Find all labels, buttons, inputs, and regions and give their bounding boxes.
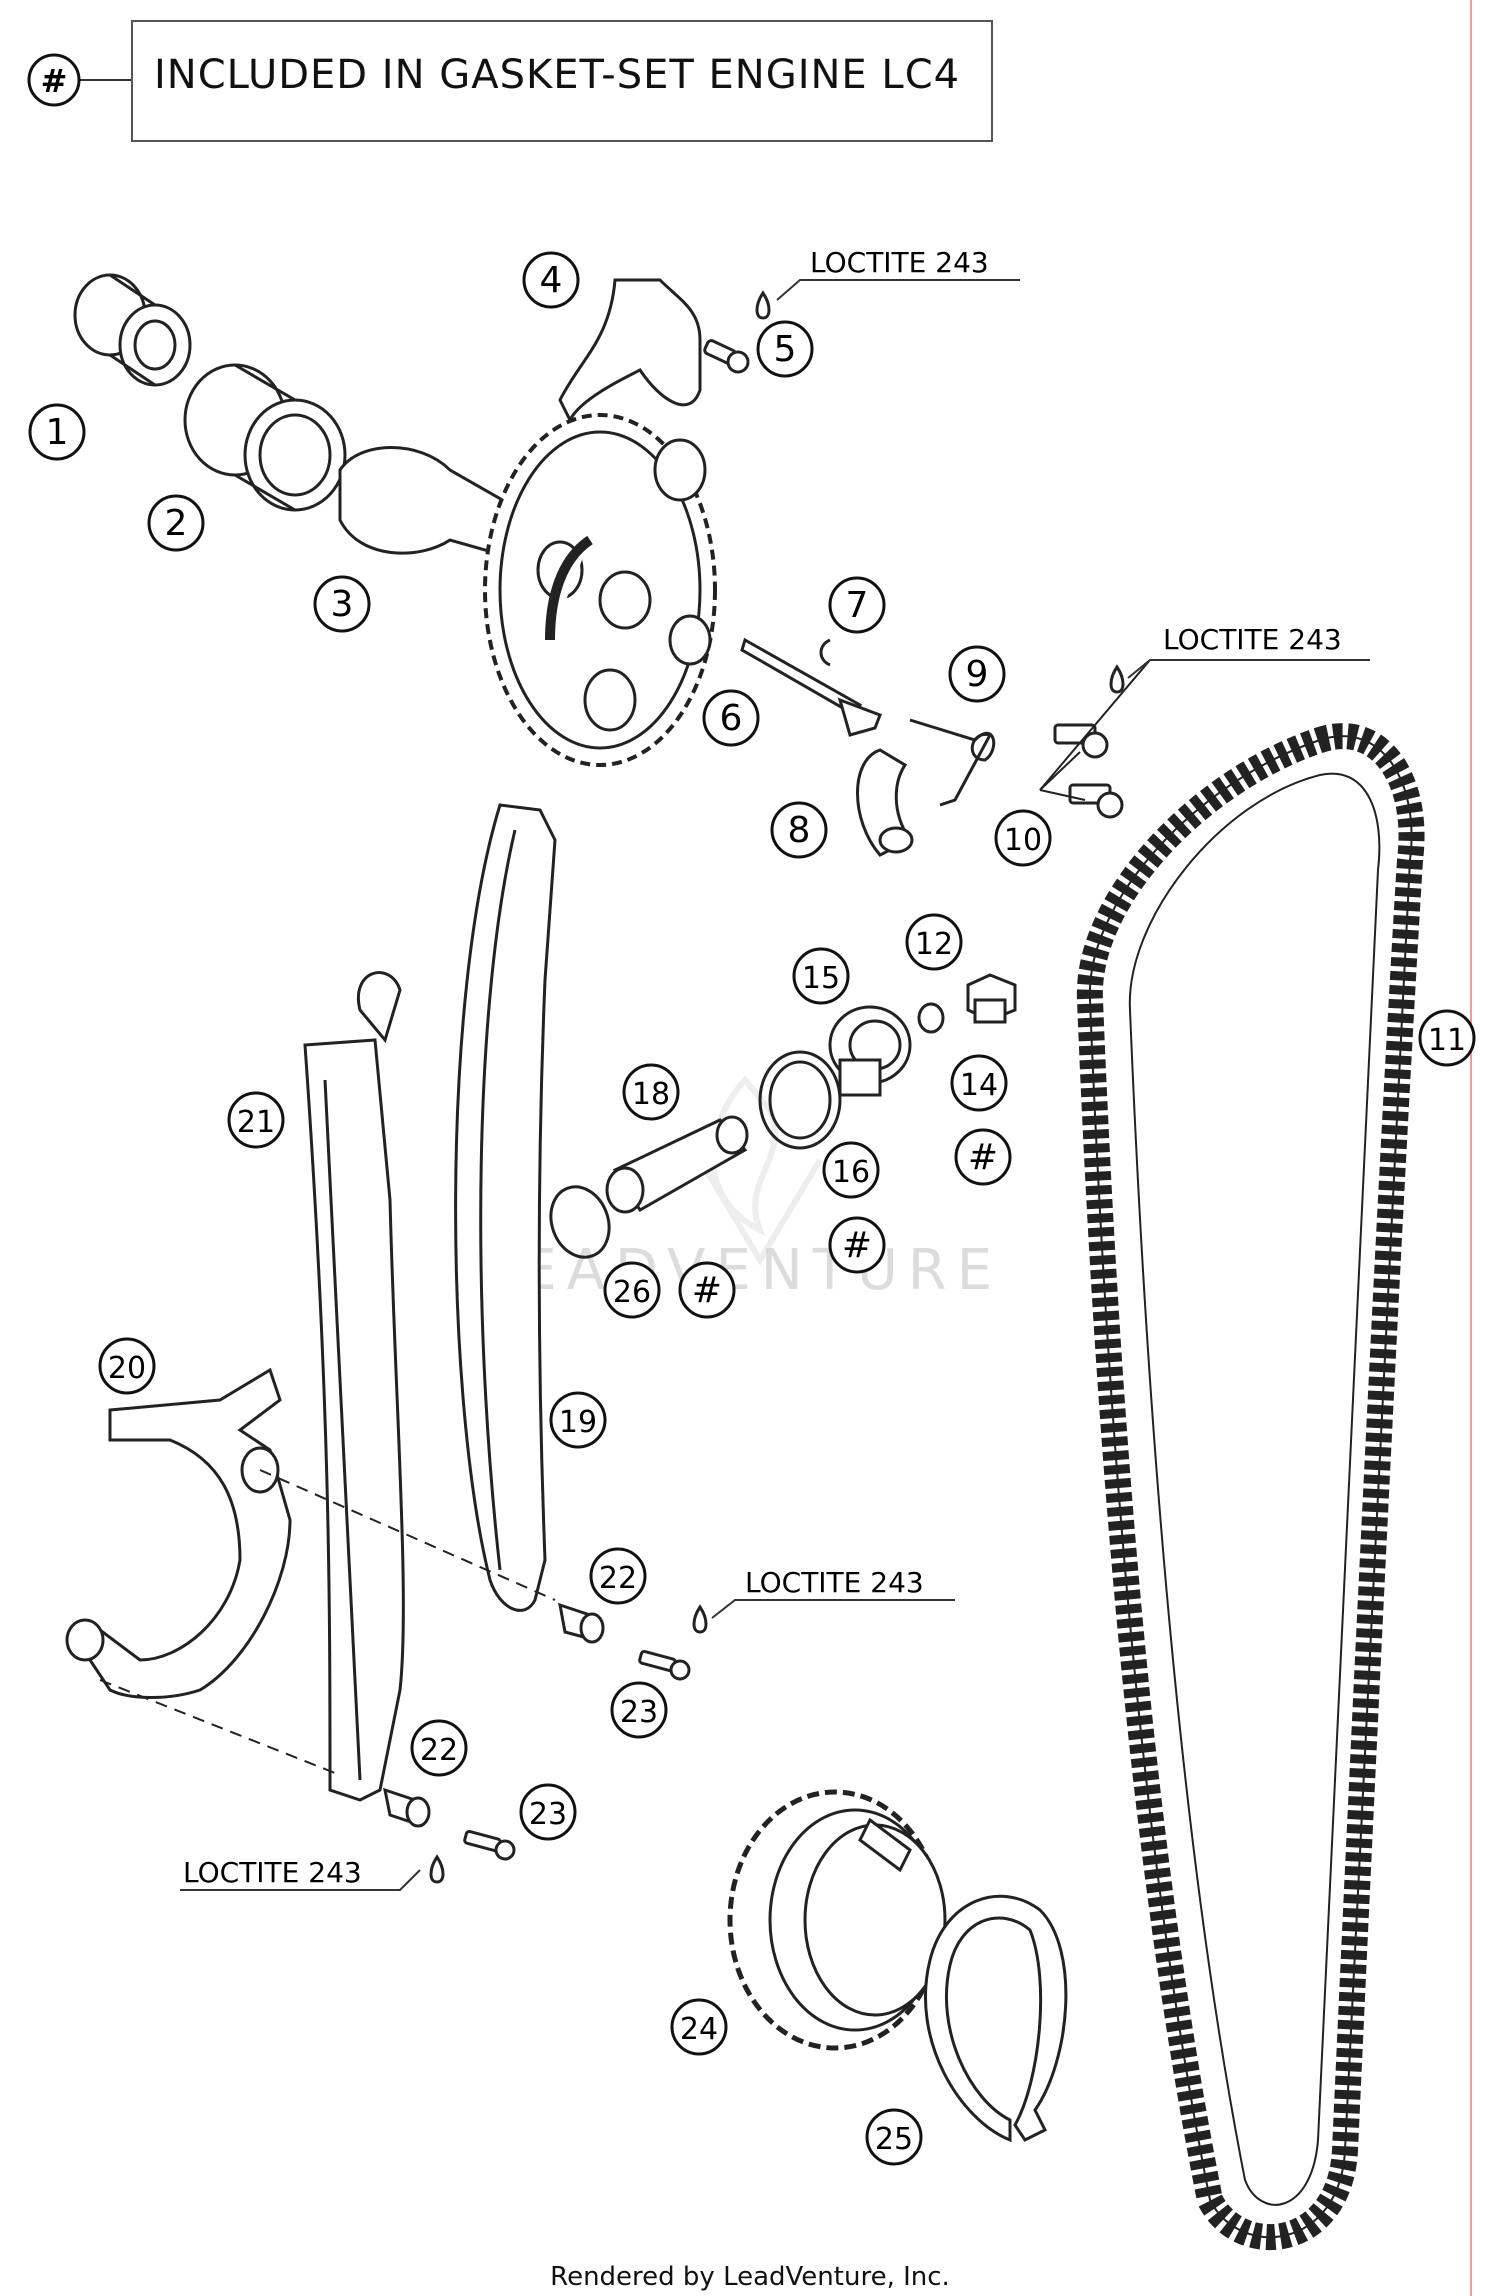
callout-9: 9 xyxy=(948,645,1006,703)
callout-7: 7 xyxy=(828,576,886,634)
gasket-set-mark: # xyxy=(678,1261,736,1319)
small-seal-part xyxy=(917,1002,945,1034)
svg-text:11: 11 xyxy=(1428,1023,1466,1058)
callout-11: 11 xyxy=(1418,1009,1476,1067)
callout-1: 1 xyxy=(28,403,86,461)
svg-text:21: 21 xyxy=(237,1105,275,1140)
legend-text: INCLUDED IN GASKET-SET ENGINE LC4 xyxy=(154,52,961,98)
svg-text:22: 22 xyxy=(420,1733,458,1768)
svg-text:#: # xyxy=(968,1137,998,1178)
callout-25: 25 xyxy=(865,2108,923,2166)
timing-chain-part xyxy=(1076,723,1425,2251)
lever-shaft-part xyxy=(740,637,882,737)
svg-text:#: # xyxy=(842,1225,872,1266)
tensioner-housing-part xyxy=(828,1005,912,1097)
callout-4: 4 xyxy=(522,251,580,309)
roller-bearing-part xyxy=(183,363,347,512)
svg-text:18: 18 xyxy=(632,1077,670,1112)
callout-26: 26 xyxy=(603,1261,661,1319)
bushing-part xyxy=(383,1602,605,1828)
svg-text:22: 22 xyxy=(599,1561,637,1596)
guide-rail-part xyxy=(303,971,405,1802)
callout-21: 21 xyxy=(227,1091,285,1149)
svg-text:20: 20 xyxy=(108,1351,146,1386)
o-ring-part xyxy=(549,1185,611,1259)
svg-text:8: 8 xyxy=(788,810,811,851)
camshaft-part xyxy=(338,413,717,767)
callout-23: 23 xyxy=(519,1783,577,1841)
page-edge-line xyxy=(1470,0,1472,2296)
callout-16: 16 xyxy=(822,1141,880,1199)
tensioner-rail-part xyxy=(454,803,557,1612)
crank-sprocket-part xyxy=(727,1789,947,2051)
callout-15: 15 xyxy=(792,947,850,1005)
svg-text:#: # xyxy=(692,1270,722,1311)
loctite-label: LOCTITE 243 xyxy=(810,246,989,279)
needle-bearing-part xyxy=(73,273,192,387)
svg-text:14: 14 xyxy=(960,1068,998,1103)
loctite-leader-lines xyxy=(180,279,1370,1891)
svg-text:12: 12 xyxy=(915,927,953,962)
screw-part xyxy=(703,339,750,374)
callout-22: 22 xyxy=(410,1719,468,1777)
callout-20: 20 xyxy=(98,1337,156,1395)
svg-text:16: 16 xyxy=(832,1155,870,1190)
callout-10: 10 xyxy=(994,809,1052,867)
loctite-label: LOCTITE 243 xyxy=(1163,623,1342,656)
plug-screw-part xyxy=(966,973,1017,1024)
clip-part xyxy=(819,638,831,667)
svg-text:2: 2 xyxy=(165,503,188,544)
callout-12: 12 xyxy=(905,913,963,971)
callout-23: 23 xyxy=(610,1681,668,1739)
svg-text:24: 24 xyxy=(680,2012,718,2047)
callout-14: 14 xyxy=(950,1054,1008,1112)
guide-screw-part xyxy=(463,1649,691,1861)
svg-text:10: 10 xyxy=(1004,823,1042,858)
callout-19: 19 xyxy=(549,1391,607,1449)
callout-6: 6 xyxy=(702,689,760,747)
svg-text:15: 15 xyxy=(802,961,840,996)
spring-part xyxy=(909,718,996,807)
callout-8: 8 xyxy=(770,801,828,859)
callout-numbers: 1234567891011121415161819202122222323242… xyxy=(28,251,1476,2166)
svg-text:4: 4 xyxy=(540,260,563,301)
svg-text:9: 9 xyxy=(966,654,989,695)
legend-box xyxy=(131,20,993,142)
gasket-set-mark: # xyxy=(828,1216,886,1274)
tensioner-piston-part xyxy=(605,1115,749,1214)
svg-text:#: # xyxy=(41,62,68,100)
footer-credit: Rendered by LeadVenture, Inc. xyxy=(550,2262,950,2292)
bolt-pair-part xyxy=(1039,659,1151,819)
svg-text:6: 6 xyxy=(720,698,743,739)
tensioner-shoe-part xyxy=(856,748,914,857)
loctite-label: LOCTITE 243 xyxy=(183,1856,362,1889)
circlip-part xyxy=(924,1894,1068,2143)
loctite-label: LOCTITE 243 xyxy=(745,1566,924,1599)
callout-2: 2 xyxy=(147,494,205,552)
seal-ring-part xyxy=(758,1050,842,1150)
legend-symbol: # xyxy=(27,53,131,107)
bracket-part xyxy=(558,278,702,424)
callout-24: 24 xyxy=(670,1998,728,2056)
svg-text:1: 1 xyxy=(46,412,69,453)
svg-text:25: 25 xyxy=(875,2122,913,2157)
loctite-drop-icon xyxy=(429,290,1125,1884)
svg-text:23: 23 xyxy=(620,1695,658,1730)
callout-22: 22 xyxy=(589,1547,647,1605)
chain-guide-holder-part xyxy=(65,1367,556,1776)
svg-text:19: 19 xyxy=(559,1405,597,1440)
svg-text:3: 3 xyxy=(331,584,354,625)
svg-text:5: 5 xyxy=(774,329,797,370)
svg-text:26: 26 xyxy=(613,1275,651,1310)
callout-5: 5 xyxy=(756,320,814,378)
callout-3: 3 xyxy=(313,575,371,633)
callout-18: 18 xyxy=(622,1063,680,1121)
svg-text:7: 7 xyxy=(846,585,869,626)
gasket-set-mark: # xyxy=(954,1128,1012,1186)
svg-text:23: 23 xyxy=(529,1797,567,1832)
